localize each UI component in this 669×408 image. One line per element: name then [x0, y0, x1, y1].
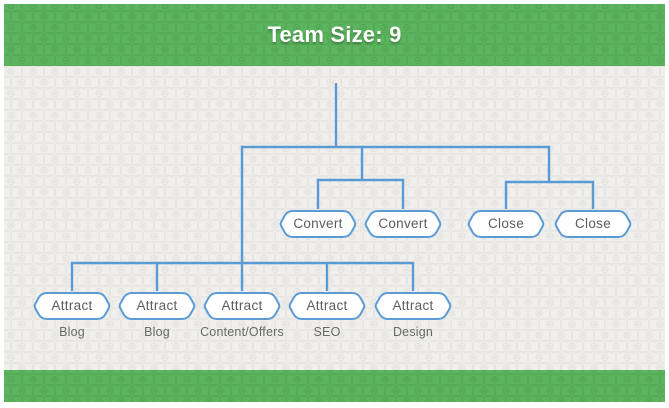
- node-attract-1: Attract: [33, 291, 111, 321]
- node-attract-4: Attract: [288, 291, 366, 321]
- attract-sublabel-4: SEO: [313, 325, 341, 339]
- node-label: Attract: [51, 298, 93, 313]
- node-shape: [288, 292, 366, 320]
- node-attract-2: Attract: [118, 291, 196, 321]
- node-convert-1: Convert: [279, 209, 357, 239]
- node-shape: [364, 210, 442, 238]
- node-label: Convert: [293, 216, 343, 231]
- node-label: Attract: [136, 298, 178, 313]
- node-shape: [374, 292, 452, 320]
- node-label: Close: [574, 216, 611, 231]
- node-shape: [467, 210, 545, 238]
- node-label: Attract: [392, 298, 434, 313]
- node-shape: [33, 292, 111, 320]
- node-label: Convert: [378, 216, 428, 231]
- node-label: Close: [487, 216, 524, 231]
- node-label: Attract: [221, 298, 263, 313]
- node-attract-5: Attract: [374, 291, 452, 321]
- attract-sublabel-1: Blog: [59, 325, 85, 339]
- node-shape: [118, 292, 196, 320]
- node-shape: [203, 292, 281, 320]
- node-close-2: Close: [554, 209, 632, 239]
- attract-sublabel-3: Content/Offers: [200, 325, 284, 339]
- node-attract-3: Attract: [203, 291, 281, 321]
- node-convert-2: Convert: [364, 209, 442, 239]
- node-close-1: Close: [467, 209, 545, 239]
- attract-sublabel-2: Blog: [144, 325, 170, 339]
- close-branch-line: [504, 180, 595, 209]
- node-label: Attract: [306, 298, 348, 313]
- node-shape: [279, 210, 357, 238]
- node-shape: [554, 210, 632, 238]
- convert-branch-line: [316, 147, 405, 209]
- attract-branch-line: [70, 261, 415, 291]
- attract-sublabel-5: Design: [392, 325, 434, 339]
- main-branch-line: [240, 145, 551, 291]
